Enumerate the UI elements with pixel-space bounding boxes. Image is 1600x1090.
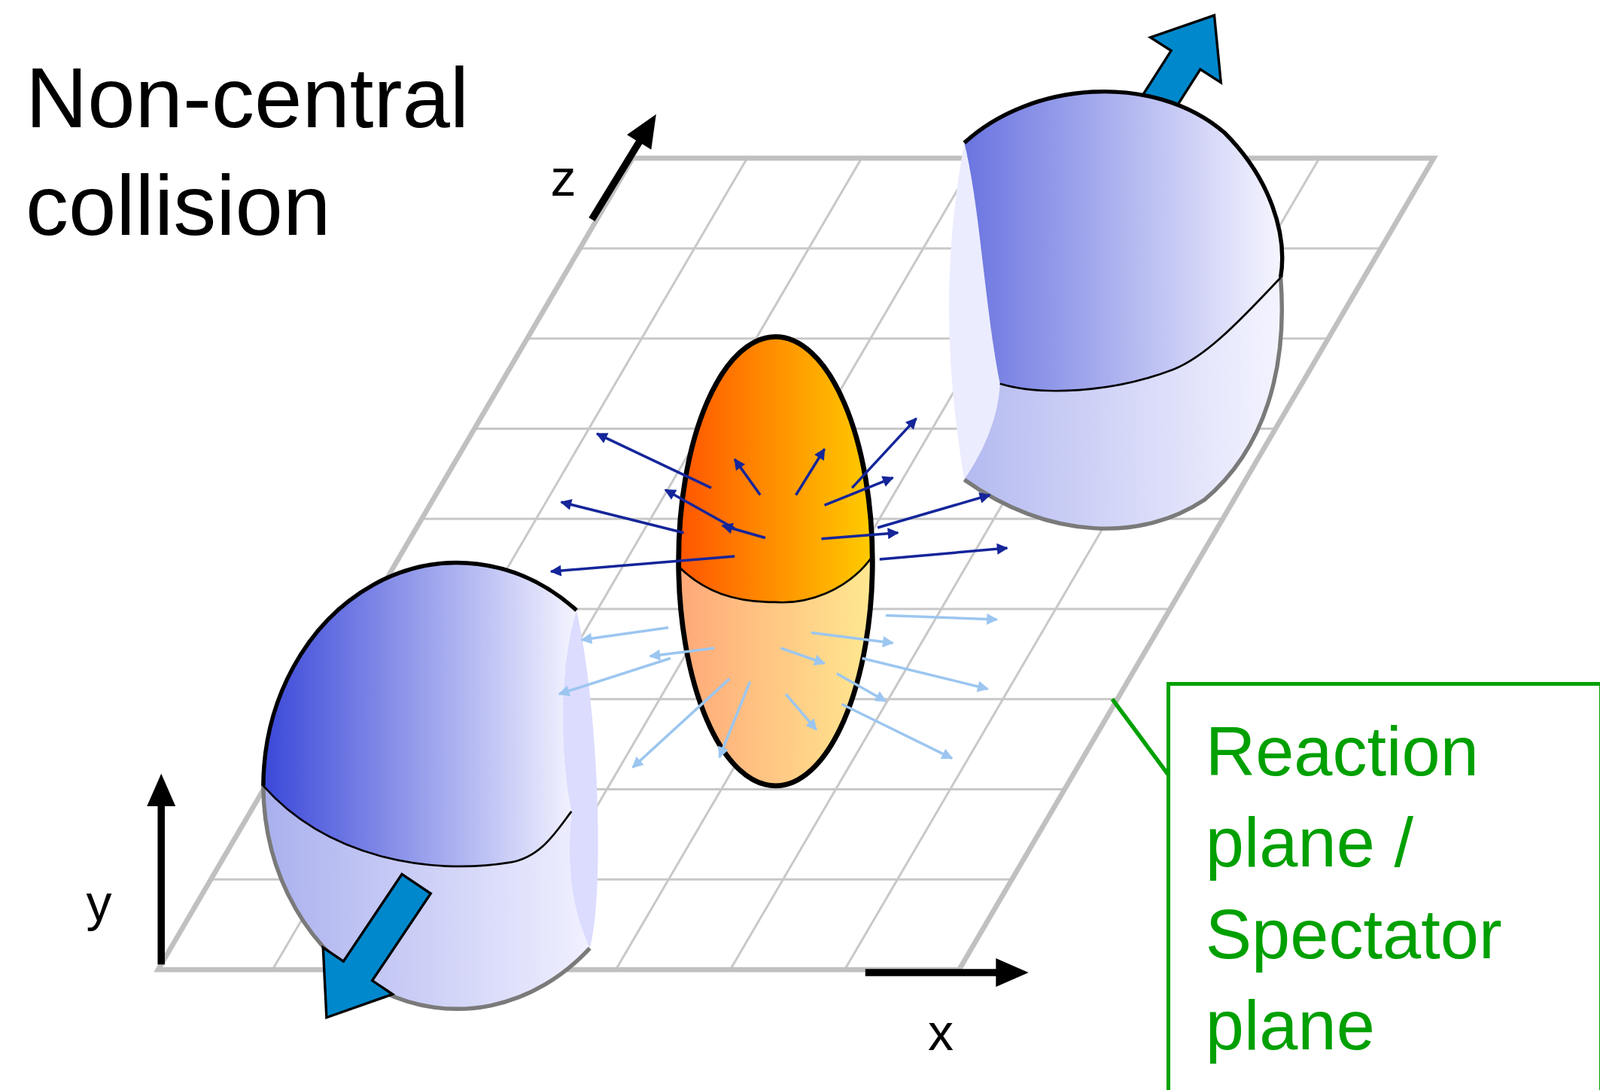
grid-line [501,158,976,970]
flow-arrow [722,525,766,538]
flow-arrow [596,433,712,488]
spectator-nucleus [949,91,1283,530]
flow-arrow [785,693,817,730]
flow-arrow [885,615,998,620]
leader-line [1112,699,1174,782]
flow-arrow [780,647,825,664]
flow-arrow [836,673,886,702]
direction-arrow [322,873,431,1017]
participant-zone [678,336,874,786]
flow-arrow [862,657,989,689]
axis-label: y [86,872,113,934]
callout-box: Reaction plane / Spectator plane [1166,681,1600,1090]
flow-arrow [842,704,953,759]
callout-text: Reaction plane / Spectator plane [1205,705,1560,1072]
axis-label: z [550,147,576,210]
spectator-arrow [322,873,431,1017]
spectator-nucleus [263,562,599,1010]
axis-arrow [146,773,176,965]
flow-arrow [796,449,825,496]
flow-arrow [879,547,1007,560]
axis-label: x [927,1001,954,1064]
flow-arrow [632,678,731,768]
title-text: Non-central collision [25,44,568,259]
flow-arrow [811,632,893,644]
axis-arrow [865,958,1029,987]
flow-arrow [734,459,761,495]
flow-arrows [550,418,1007,768]
flow-arrow [877,495,990,528]
flow-arrow [650,647,715,657]
flow-arrow [550,556,735,572]
flow-arrow [665,489,735,530]
flow-arrow [821,532,898,539]
axis-arrow [588,114,656,222]
flow-arrow [561,501,685,533]
flow-arrow [559,657,671,694]
flow-arrow [719,681,751,758]
flow-arrow [851,418,916,488]
flow-arrow [581,627,669,640]
